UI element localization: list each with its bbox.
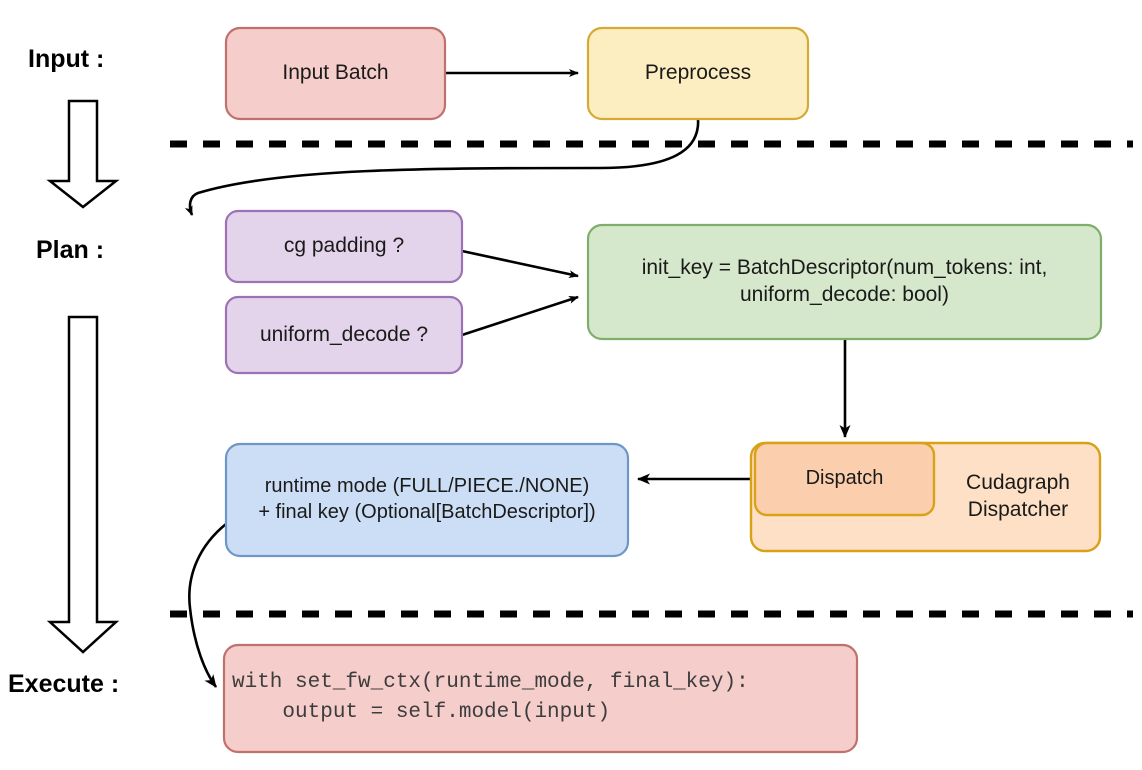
stage-label-plan: Plan :	[36, 236, 105, 264]
cg-padding-to-init-key-connector	[461, 249, 579, 279]
runtime-mode-to-execute-connector	[188, 522, 227, 688]
plan-to-execute-arrow	[46, 315, 120, 654]
execute-code-box[interactable]	[222, 643, 859, 754]
stage-label-input: Input :	[28, 45, 105, 73]
stage-label-execute: Execute :	[8, 670, 120, 698]
uniform-decode-to-init-key-connector	[461, 295, 579, 337]
input-batch-box[interactable]	[224, 26, 447, 121]
init-key-box[interactable]	[586, 223, 1103, 341]
runtime-mode-box[interactable]	[224, 442, 630, 558]
preprocess-box[interactable]	[586, 26, 810, 121]
preprocess-to-cg-padding-connector	[184, 118, 700, 216]
input-to-plan-arrow	[46, 99, 120, 209]
uniform-decode-box[interactable]	[224, 295, 464, 375]
dispatch-box[interactable]	[753, 441, 936, 517]
cg-padding-box[interactable]	[224, 209, 464, 284]
